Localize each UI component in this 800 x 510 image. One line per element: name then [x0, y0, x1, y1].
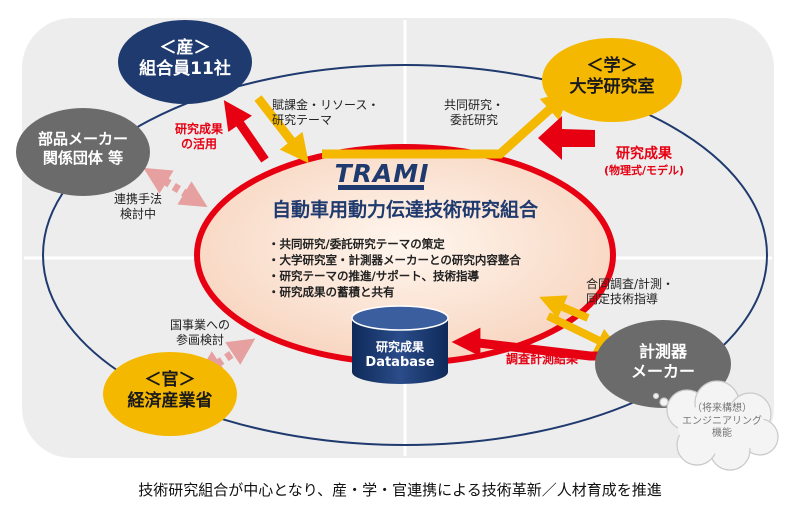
- collaboration-label: 連携手法 検討中: [102, 192, 174, 222]
- dues-label: 賦課金・リソース・ 研究テーマ: [272, 98, 392, 128]
- national-project-line1: 国事業への: [169, 318, 230, 332]
- trami-logo: TRAMI: [334, 159, 430, 188]
- industry-label: ＜産＞ 組合員11社: [120, 38, 250, 81]
- national-project-line2: 参画検討: [175, 333, 224, 347]
- trami-logo-bar: [338, 185, 424, 190]
- industry-tag: ＜産＞: [159, 38, 211, 58]
- database-cylinder: [351, 305, 449, 384]
- arrow-research-results: [538, 116, 595, 160]
- joint-survey-label: 合同調査/計測・ 同定技術指導: [586, 277, 702, 307]
- arrow-joint-survey-out: [546, 312, 622, 352]
- joint-survey-line1: 合同調査/計測・: [586, 277, 675, 291]
- node-academia: [542, 38, 682, 122]
- node-parts-makers: [16, 108, 150, 196]
- utilization-label: 研究成果 の活用: [158, 122, 240, 152]
- future-concept-line3: 機能: [712, 428, 732, 439]
- collaboration-line1: 連携手法: [113, 192, 162, 206]
- arrow-national-project: [196, 338, 256, 378]
- national-project-label: 国事業への 参画検討: [158, 318, 242, 348]
- bullet-item: ・共同研究/委託研究テーマの策定: [268, 237, 445, 251]
- arrow-joint-survey-in: [539, 295, 590, 322]
- arrow-dues-to-center: [254, 95, 309, 164]
- academia-name: 大学研究室: [569, 77, 655, 98]
- utilization-line1: 研究成果: [174, 122, 223, 136]
- future-concept-cloud: [652, 380, 779, 471]
- database-label-line1: 研究成果: [375, 340, 424, 354]
- bullet-item: ・研究テーマの推進/サポート、技術指導: [268, 269, 479, 283]
- survey-results-label: 調査計測結果: [505, 352, 578, 366]
- research-results-label: 研究成果 (物理式/モデル): [592, 146, 696, 177]
- center-title: 自動車用動力伝達技術研究組合: [271, 199, 538, 221]
- database-label-line2: Database: [365, 355, 435, 370]
- industry-name: 組合員11社: [139, 59, 231, 80]
- instrument-makers-line2: メーカー: [630, 362, 695, 381]
- utilization-line2: の活用: [180, 137, 217, 151]
- instrument-makers-line1: 計測器: [638, 342, 687, 361]
- joint-research-line1: 共同研究・: [443, 98, 504, 112]
- government-name: 経済産業省: [127, 391, 213, 412]
- joint-research-line2: 委託研究: [449, 113, 498, 127]
- dues-line2: 研究テーマ: [272, 113, 333, 127]
- parts-makers-line2: 関係団体 等: [42, 148, 124, 167]
- future-concept-label: （将来構想） エンジニアリング 機能: [676, 403, 768, 441]
- joint-survey-line2: 同定技術指導: [586, 292, 659, 306]
- bullet-item: ・研究成果の蓄積と共有: [268, 285, 395, 299]
- research-results-line2: (物理式/モデル): [603, 163, 685, 177]
- future-concept-line2: エンジニアリング: [682, 415, 762, 427]
- arrow-collaboration: [143, 167, 208, 208]
- parts-makers-label: 部品メーカー 関係団体 等: [18, 130, 148, 168]
- dues-line1: 賦課金・リソース・: [272, 98, 380, 112]
- academia-tag: ＜学＞: [586, 56, 638, 76]
- bullet-item: ・大学研究室・計測器メーカーとの研究内容整合: [268, 253, 521, 267]
- orbit-ellipse: [42, 64, 768, 446]
- node-government: [103, 352, 237, 436]
- collaboration-line2: 検討中: [119, 207, 156, 221]
- center-bullet-list: ・共同研究/委託研究テーマの策定 ・大学研究室・計測器メーカーとの研究内容整合 …: [268, 236, 521, 300]
- node-industry: [118, 20, 252, 104]
- research-results-line1: 研究成果: [616, 146, 672, 162]
- academia-label: ＜学＞ 大学研究室: [542, 56, 682, 99]
- government-tag: ＜官＞: [144, 370, 196, 390]
- database-label: 研究成果 Database: [352, 340, 448, 371]
- arrow-utilization: [223, 100, 269, 163]
- node-instrument-makers: [595, 320, 731, 408]
- government-label: ＜官＞ 経済産業省: [104, 370, 236, 413]
- arrow-center-to-academia: [322, 90, 571, 159]
- joint-research-label: 共同研究・ 委託研究: [436, 98, 512, 128]
- figure-caption: 技術研究組合が中心となり、産・学・官連携による技術革新／人材育成を推進: [138, 481, 662, 499]
- parts-makers-line1: 部品メーカー: [37, 130, 128, 148]
- future-concept-line1: （将来構想）: [692, 403, 752, 414]
- instrument-makers-label: 計測器 メーカー: [598, 342, 728, 382]
